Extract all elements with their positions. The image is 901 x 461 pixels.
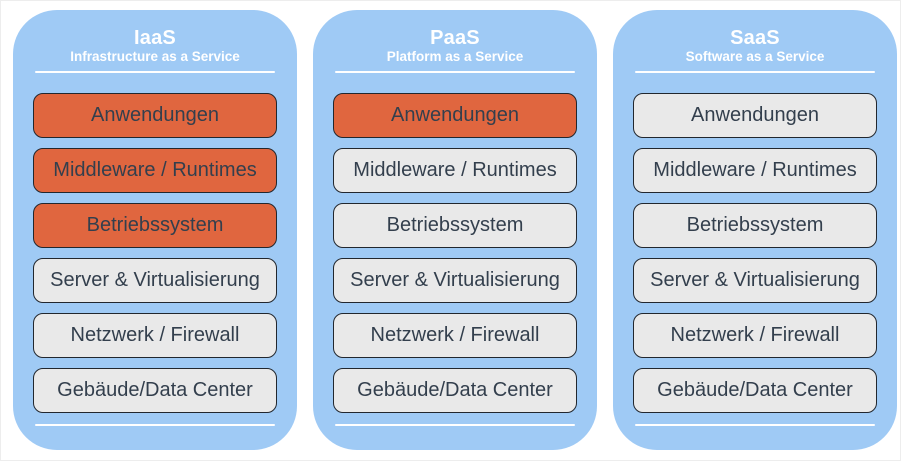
layer-box-middleware-runtimes: Middleware / Runtimes [333, 148, 577, 193]
layer-label: Betriebssystem [86, 214, 224, 236]
layer-label: Netzwerk / Firewall [70, 324, 240, 346]
layer-box-gebaeude-data-center: Gebäude/Data Center [33, 368, 277, 413]
layer-box-netzwerk-firewall: Netzwerk / Firewall [633, 313, 877, 358]
layer-box-netzwerk-firewall: Netzwerk / Firewall [33, 313, 277, 358]
footer-divider [335, 424, 575, 426]
layer-box-server-virtualisierung: Server & Virtualisierung [33, 258, 277, 303]
layer-stack: Anwendungen Middleware / Runtimes Betrie… [333, 93, 577, 413]
layer-stack: Anwendungen Middleware / Runtimes Betrie… [633, 93, 877, 413]
layer-label: Server & Virtualisierung [50, 269, 260, 291]
header-divider [35, 71, 275, 73]
layer-box-betriebssystem: Betriebssystem [633, 203, 877, 248]
header-divider [635, 71, 875, 73]
layer-box-middleware-runtimes: Middleware / Runtimes [33, 148, 277, 193]
column-subtitle: Software as a Service [685, 49, 825, 64]
layer-label: Betriebssystem [686, 214, 824, 236]
layer-label: Gebäude/Data Center [357, 379, 553, 401]
column-subtitle: Infrastructure as a Service [70, 49, 240, 64]
header-divider [335, 71, 575, 73]
layer-label: Netzwerk / Firewall [370, 324, 540, 346]
footer-divider [635, 424, 875, 426]
layer-box-anwendungen: Anwendungen [633, 93, 877, 138]
layer-label: Anwendungen [691, 104, 819, 126]
column-subtitle: Platform as a Service [386, 49, 524, 64]
layer-box-middleware-runtimes: Middleware / Runtimes [633, 148, 877, 193]
layer-label: Netzwerk / Firewall [670, 324, 840, 346]
column-title: PaaS [430, 27, 480, 49]
layer-label: Server & Virtualisierung [350, 269, 560, 291]
layer-label: Gebäude/Data Center [657, 379, 853, 401]
layer-box-betriebssystem: Betriebssystem [333, 203, 577, 248]
layer-stack: Anwendungen Middleware / Runtimes Betrie… [33, 93, 277, 413]
column-paas: PaaS Platform as a Service Anwendungen M… [313, 10, 597, 450]
layer-box-server-virtualisierung: Server & Virtualisierung [333, 258, 577, 303]
layer-label: Anwendungen [91, 104, 219, 126]
layer-label: Middleware / Runtimes [653, 159, 857, 181]
column-iaas: IaaS Infrastructure as a Service Anwendu… [13, 10, 297, 450]
layer-box-server-virtualisierung: Server & Virtualisierung [633, 258, 877, 303]
layer-box-anwendungen: Anwendungen [333, 93, 577, 138]
column-title: SaaS [730, 27, 780, 49]
layer-box-gebaeude-data-center: Gebäude/Data Center [633, 368, 877, 413]
column-title: IaaS [134, 27, 176, 49]
layer-box-gebaeude-data-center: Gebäude/Data Center [333, 368, 577, 413]
footer-divider [35, 424, 275, 426]
column-saas: SaaS Software as a Service Anwendungen M… [613, 10, 897, 450]
layer-label: Betriebssystem [386, 214, 524, 236]
layer-label: Middleware / Runtimes [53, 159, 257, 181]
layer-label: Middleware / Runtimes [353, 159, 557, 181]
layer-label: Anwendungen [391, 104, 519, 126]
layer-box-betriebssystem: Betriebssystem [33, 203, 277, 248]
layer-label: Server & Virtualisierung [650, 269, 860, 291]
layer-box-anwendungen: Anwendungen [33, 93, 277, 138]
layer-box-netzwerk-firewall: Netzwerk / Firewall [333, 313, 577, 358]
layer-label: Gebäude/Data Center [57, 379, 253, 401]
